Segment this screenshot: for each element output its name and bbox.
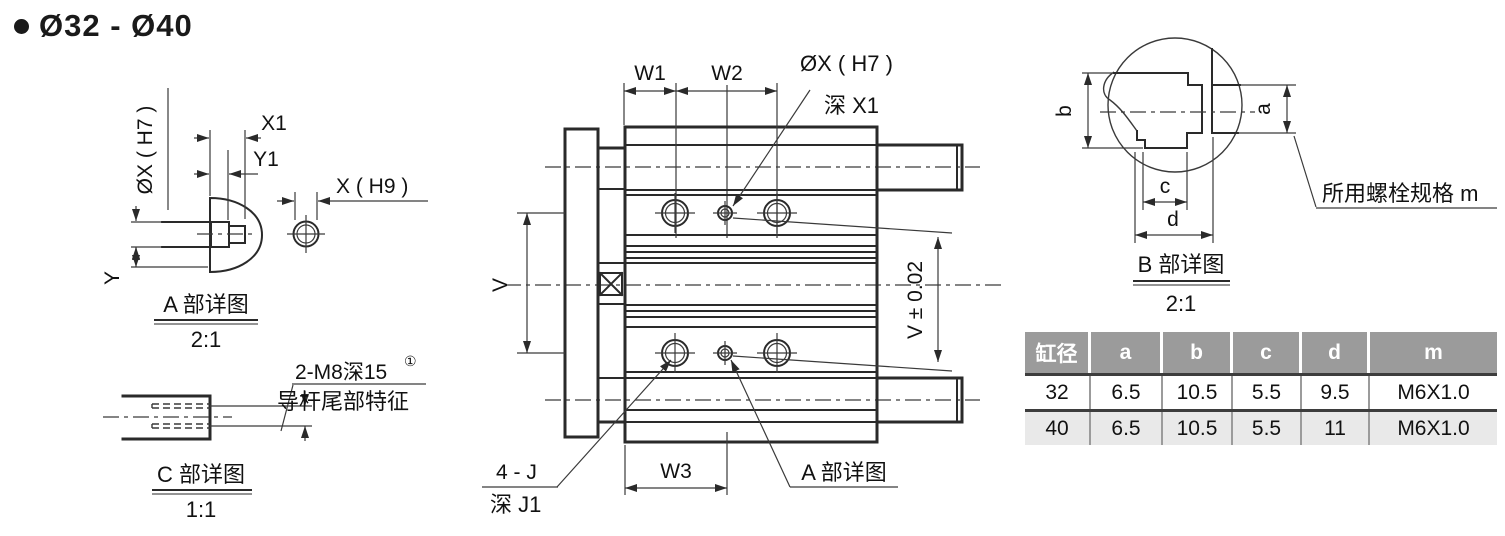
hole-spec-label: ØX ( H7 ) [800,51,893,76]
table-row: 32 6.5 10.5 5.5 9.5 M6X1.0 [1025,373,1497,409]
thread-depth-label: 深 J1 [490,492,541,517]
mounting-holes [655,193,797,373]
table-row: 40 6.5 10.5 5.5 11 M6X1.0 [1025,409,1497,445]
detail-a-ref-label: A 部详图 [801,460,887,485]
header-c: c [1233,332,1302,373]
detail-a-view: X1 Y1 ØX ( H7 ) Y X ( H9 ) A 部详图 [101,88,428,352]
header-a: a [1091,332,1163,373]
thread-spec-label: 4 - J [496,461,537,484]
dim-diameter-label: ØX ( H7 ) [134,106,157,195]
detail-b-title: B 部详图 [1138,252,1225,277]
spec-table-header-row: 缸径 a b c d m [1025,332,1497,373]
dim-v-label: V [489,278,512,292]
dim-d-label: d [1167,208,1179,231]
header-bore: 缸径 [1025,332,1091,373]
cell-bore: 40 [1025,412,1091,445]
cell-d: 11 [1302,412,1370,445]
bolt-spec-label: 所用螺栓规格 m [1322,181,1478,206]
detail-b-view: b a c d 所用螺栓规格 m B 部详图 2:1 [1053,37,1497,316]
cell-c: 5.5 [1233,412,1302,445]
cell-a: 6.5 [1091,412,1163,445]
cell-m: M6X1.0 [1370,412,1497,445]
header-b: b [1163,332,1233,373]
detail-a-scale: 2:1 [191,327,222,352]
thread-note-superscript: ① [404,353,417,369]
dim-y-label: Y [101,271,124,285]
cell-a: 6.5 [1091,376,1163,409]
dim-w2-label: W2 [711,62,743,85]
bullet-icon [14,18,29,34]
page-title: Ø32 - Ø40 [14,8,193,44]
dim-w1-label: W1 [634,62,666,85]
dim-b-label: b [1053,105,1076,117]
dim-w3-label: W3 [660,460,692,483]
dim-x1-label: X1 [261,112,287,135]
header-m: m [1370,332,1497,373]
title-text: Ø32 - Ø40 [39,8,193,43]
dim-c-label: c [1160,175,1171,198]
hole-depth-label: 深 X1 [824,93,879,118]
cell-bore: 32 [1025,376,1091,409]
cell-c: 5.5 [1233,376,1302,409]
spec-table: 缸径 a b c d m 32 6.5 10.5 5.5 9.5 M6X1.0 … [1025,332,1497,445]
dim-a-label: a [1252,103,1275,115]
thread-note-label: 2-M8深15 [295,361,387,384]
cell-d: 9.5 [1302,376,1370,409]
header-d: d [1302,332,1370,373]
main-view: W1 W2 ØX ( H7 ) 深 X1 V V ± 0.02 4 - J 深 … [482,51,1005,517]
cell-b: 10.5 [1163,412,1233,445]
dim-x-h9-label: X ( H9 ) [336,175,408,198]
feature-note-label: 导杆尾部特征 [277,389,409,414]
cell-b: 10.5 [1163,376,1233,409]
cell-m: M6X1.0 [1397,380,1470,404]
detail-c-title: C 部详图 [157,462,245,487]
dim-v-tolerance-label: V ± 0.02 [904,261,927,339]
detail-c-scale: 1:1 [186,497,217,522]
detail-b-scale: 2:1 [1166,291,1197,316]
detail-a-title: A 部详图 [163,292,249,317]
dim-y1-label: Y1 [253,148,279,171]
detail-c-view: 2-M8深15 ① 导杆尾部特征 C 部详图 1:1 [103,353,426,522]
